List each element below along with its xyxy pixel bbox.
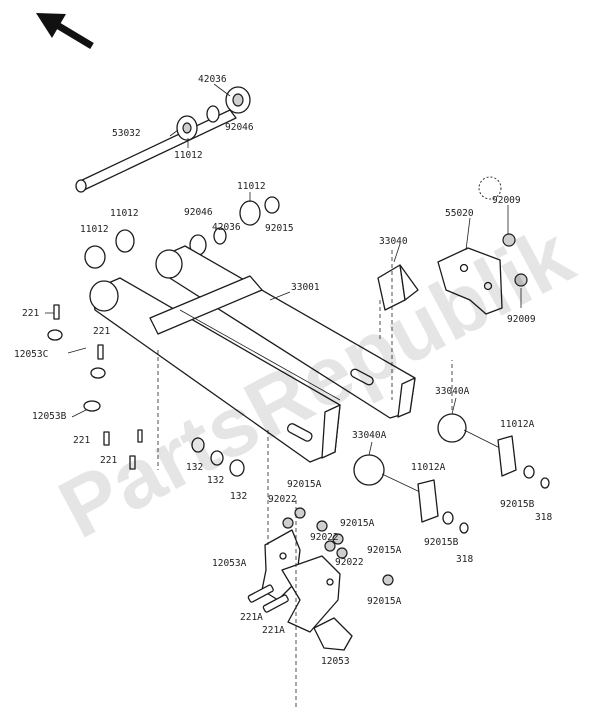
small-nuts <box>282 507 394 586</box>
label-12053: 12053 <box>321 656 350 667</box>
label-318: 318 <box>456 554 473 565</box>
label-318: 318 <box>535 512 552 523</box>
label-92046: 92046 <box>184 207 213 218</box>
label-132: 132 <box>186 462 203 473</box>
label-221: 221 <box>73 435 90 446</box>
label-92015b: 92015B <box>500 499 535 510</box>
label-11012: 11012 <box>110 208 139 219</box>
label-92022: 92022 <box>310 532 339 543</box>
label-33040a: 33040A <box>435 386 470 397</box>
label-132: 132 <box>207 475 224 486</box>
label-92022: 92022 <box>268 494 297 505</box>
label-11012a: 11012A <box>411 462 446 473</box>
label-221a: 221A <box>262 625 285 636</box>
spacers-132 <box>191 437 245 477</box>
top-bushings <box>176 86 251 141</box>
label-55020: 55020 <box>445 208 474 219</box>
label-11012: 11012 <box>174 150 203 161</box>
label-92009: 92009 <box>492 195 521 206</box>
label-221: 221 <box>22 308 39 319</box>
chain-adjuster-middle <box>353 454 469 534</box>
label-92015b: 92015B <box>424 537 459 548</box>
label-132: 132 <box>230 491 247 502</box>
direction-arrow-icon <box>36 13 94 50</box>
label-33040: 33040 <box>379 236 408 247</box>
label-12053b: 12053B <box>32 411 67 422</box>
label-53032: 53032 <box>112 128 141 139</box>
chain-guide <box>247 529 353 651</box>
label-12053a: 12053A <box>212 558 247 569</box>
label-221a: 221A <box>240 612 263 623</box>
chain-adjuster-right <box>437 413 550 489</box>
label-92015a: 92015A <box>340 518 375 529</box>
label-92015a: 92015A <box>287 479 322 490</box>
label-221: 221 <box>100 455 117 466</box>
label-221: 221 <box>93 326 110 337</box>
mount-plate-55020 <box>437 176 528 315</box>
assembly-lines <box>157 250 453 710</box>
label-92046: 92046 <box>225 122 254 133</box>
label-92009: 92009 <box>507 314 536 325</box>
swing-arm <box>89 245 416 463</box>
label-11012: 11012 <box>237 181 266 192</box>
leader-lines <box>45 83 522 456</box>
label-92015a: 92015A <box>367 545 402 556</box>
label-12053c: 12053C <box>14 349 48 360</box>
label-92015a: 92015A <box>367 596 402 607</box>
label-92015: 92015 <box>265 223 294 234</box>
label-92022: 92022 <box>335 557 364 568</box>
label-33001: 33001 <box>291 282 320 293</box>
label-33040a: 33040A <box>352 430 387 441</box>
mid-bushings <box>84 196 280 269</box>
label-11012: 11012 <box>80 224 109 235</box>
part-labels: 42036 92046 53032 11012 11012 92046 9201… <box>14 74 552 667</box>
bracket-33040 <box>377 264 419 311</box>
small-bolts-left <box>47 304 143 470</box>
label-11012a: 11012A <box>500 419 535 430</box>
label-42036: 42036 <box>198 74 227 85</box>
label-42036: 42036 <box>212 222 241 233</box>
